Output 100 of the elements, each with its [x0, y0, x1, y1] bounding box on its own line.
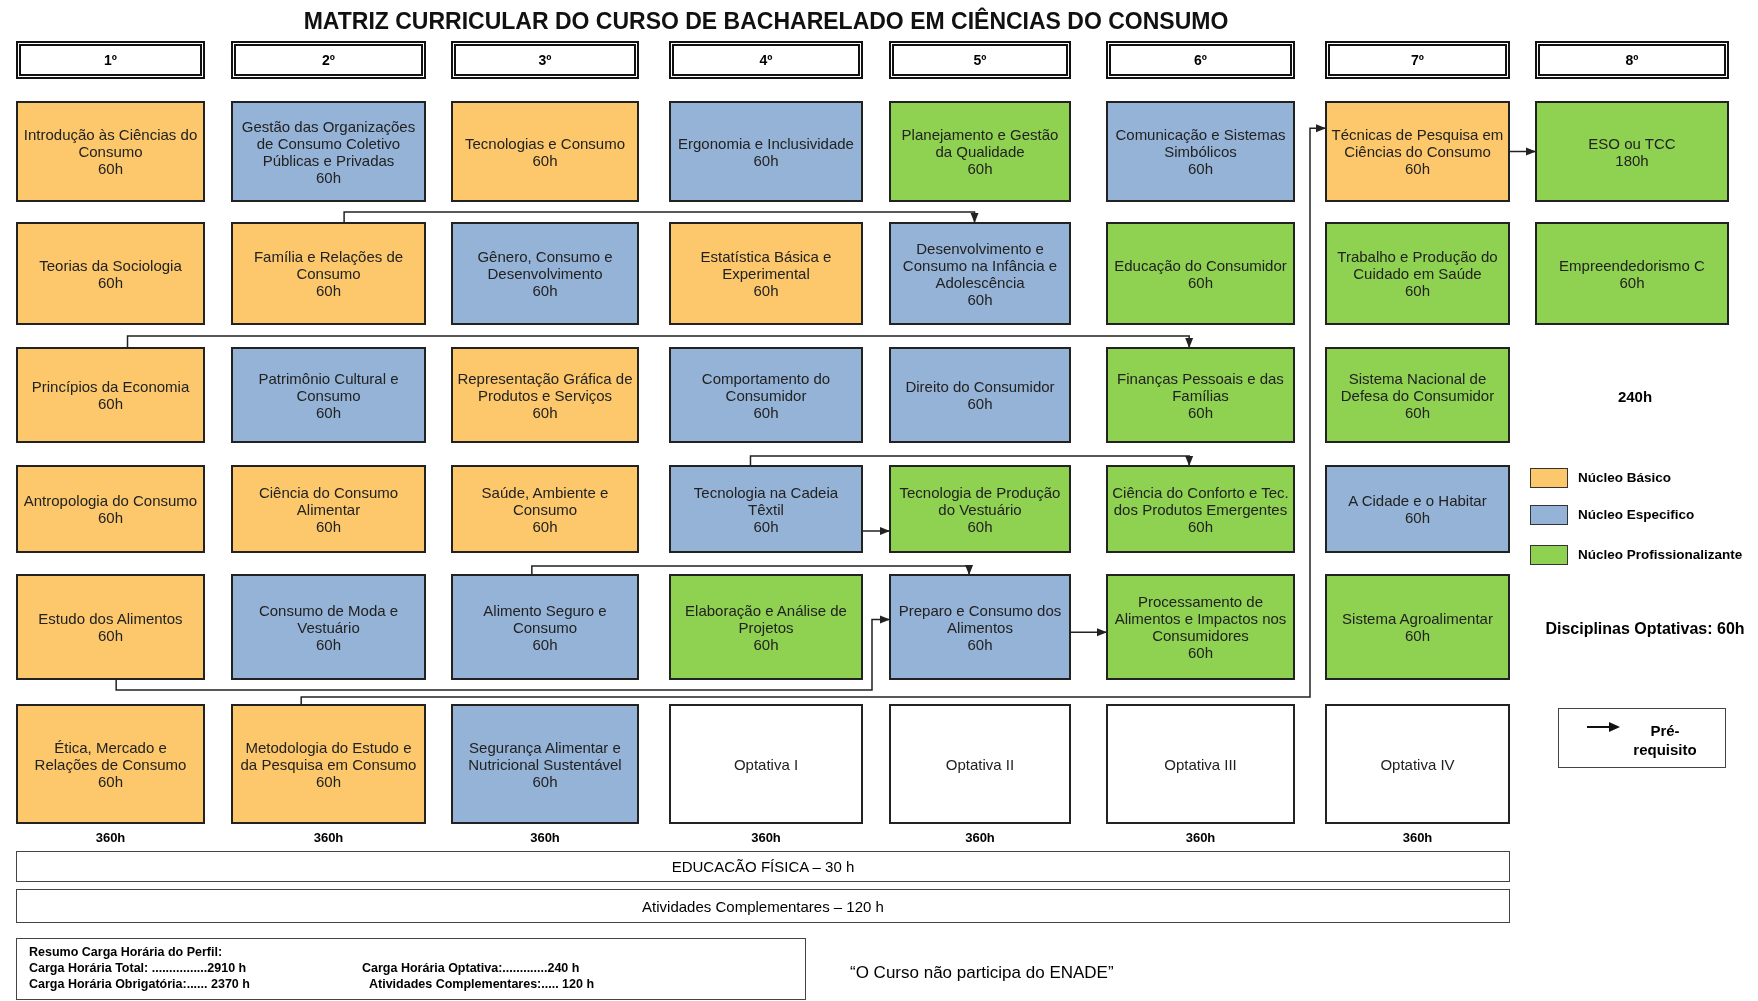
course-box: [1106, 465, 1295, 553]
legend-text: Núcleo Básico: [1578, 470, 1672, 485]
course-name: Estudo dos Alimentos: [38, 610, 183, 627]
course-hours: 60h: [316, 168, 341, 186]
arrow: [300, 124, 1326, 705]
arrow: [862, 527, 890, 535]
course-hours: 180h: [1615, 151, 1649, 169]
course-name: Educação do Consumidor: [1114, 256, 1287, 274]
course-name: Processamento de Alimentos e Impactos nos Consumidores: [1113, 593, 1288, 644]
course-hours: 60h: [1188, 644, 1213, 661]
course-box: [1325, 574, 1510, 680]
course-box: [16, 347, 205, 443]
hours-total: 360h: [94, 830, 127, 845]
course-name: Optativa I: [733, 755, 799, 773]
course-hours: 60h: [1405, 282, 1430, 299]
summary-line: Resumo Carga Horária do Perfil:: [29, 945, 223, 959]
course-name: Estatística Básica e Experimental: [699, 248, 833, 282]
course-name: Segurança Alimentar e Nutricional Sustentável: [467, 738, 623, 773]
course-hours: 60h: [532, 282, 558, 299]
legend-text: Pré-requisito: [1632, 721, 1698, 759]
course-box: [231, 101, 426, 202]
note-text: “O Curso não participa do ENADE”: [850, 963, 1115, 983]
course-name: Introdução às Ciências do Consumo: [22, 126, 199, 160]
course-name: Patrimônio Cultural e Consumo: [257, 369, 400, 404]
course-hours: 60h: [316, 772, 341, 790]
course-box: [889, 704, 1071, 824]
semester-header: [451, 41, 639, 79]
course-name: Elaboração e Análise de Projetos: [684, 601, 848, 636]
course-hours: 60h: [1619, 273, 1645, 291]
course-box: [1535, 101, 1729, 202]
course-hours: 60h: [1188, 403, 1213, 421]
course-hours: 60h: [98, 627, 123, 644]
summary-band: [16, 851, 1510, 882]
course-hours: 60h: [753, 403, 779, 421]
note-text: Disciplinas Optativas: 60h: [1545, 620, 1745, 638]
course-box: [669, 704, 863, 824]
course-box: [1106, 574, 1295, 680]
arrow: [115, 615, 890, 691]
course-hours: 60h: [1405, 627, 1430, 644]
course-box: [1325, 465, 1510, 553]
course-name: Representação Gráfica de Produtos e Serviços: [457, 369, 633, 404]
semester-label: 3º: [538, 52, 552, 68]
course-name: Princípios da Economia: [31, 378, 190, 395]
course-box: [451, 704, 639, 824]
hours-total: 360h: [1184, 830, 1217, 845]
course-hours: 60h: [98, 160, 123, 177]
course-name: ESO ou TCC: [1588, 134, 1676, 152]
course-hours: 60h: [98, 395, 123, 412]
course-name: Técnicas de Pesquisa em Ciências do Consumo: [1331, 126, 1504, 160]
band-text: Atividades Complementares – 120 h: [642, 897, 884, 915]
hours-total: 240h: [1616, 388, 1654, 405]
course-hours: 60h: [532, 517, 558, 535]
course-name: Antropologia do Consumo: [23, 492, 198, 509]
course-box: [1106, 704, 1295, 824]
course-hours: 60h: [1188, 273, 1213, 291]
semester-label: 5º: [973, 52, 987, 68]
semester-label: 4º: [759, 52, 773, 68]
semester-label: 8º: [1625, 52, 1639, 68]
course-hours: 60h: [98, 273, 123, 291]
course-hours: 60h: [316, 517, 341, 535]
course-box: [1325, 704, 1510, 824]
course-hours: 60h: [967, 290, 993, 308]
hours-total: 360h: [964, 830, 996, 845]
arrow: [1509, 147, 1536, 156]
course-hours: 60h: [98, 772, 123, 790]
legend-text: Núcleo Especifico: [1578, 507, 1695, 522]
course-box: [1535, 222, 1729, 325]
course-name: Saúde, Ambiente e Consumo: [480, 483, 610, 518]
course-name: Consumo de Moda e Vestuário: [257, 601, 400, 636]
course-name: Alimento Seguro e Consumo: [482, 601, 608, 636]
course-hours: 60h: [753, 635, 779, 653]
course-hours: 60h: [1405, 403, 1430, 421]
course-name: Sistema Nacional de Defesa do Consumidor: [1339, 369, 1496, 404]
semester-header: [669, 41, 863, 79]
course-box: [451, 101, 639, 202]
course-box: [669, 574, 863, 680]
course-box: [231, 222, 426, 325]
course-name: Gênero, Consumo e Desenvolvimento: [476, 248, 614, 282]
hours-total: 360h: [750, 830, 782, 845]
course-name: Comunicação e Sistemas Simbólicos: [1114, 126, 1287, 160]
summary-band: [16, 889, 1510, 923]
course-box: [1106, 347, 1295, 443]
course-hours: 60h: [316, 282, 341, 299]
course-name: Ética, Mercado e Relações de Consumo: [33, 738, 188, 773]
semester-label: 2º: [322, 52, 335, 68]
course-box: [1106, 222, 1295, 325]
course-box: [889, 574, 1071, 680]
course-box: [16, 222, 205, 325]
course-box: [669, 101, 863, 202]
course-name: Comportamento do Consumidor: [700, 369, 832, 404]
semester-header: [231, 41, 426, 79]
course-name: Gestão das Organizações de Consumo Coletivo Públicas e Privadas: [240, 117, 417, 169]
arrow: [1070, 628, 1107, 637]
hours-total: 360h: [529, 830, 561, 845]
legend-text: Núcleo Profissionalizante: [1578, 547, 1743, 562]
semester-label: 6º: [1194, 52, 1207, 68]
semester-label: 7º: [1411, 52, 1424, 68]
semester-header: [1535, 41, 1729, 79]
course-name: Trabalho e Produção do Cuidado em Saúde: [1336, 248, 1499, 282]
course-hours: 60h: [1405, 160, 1430, 177]
